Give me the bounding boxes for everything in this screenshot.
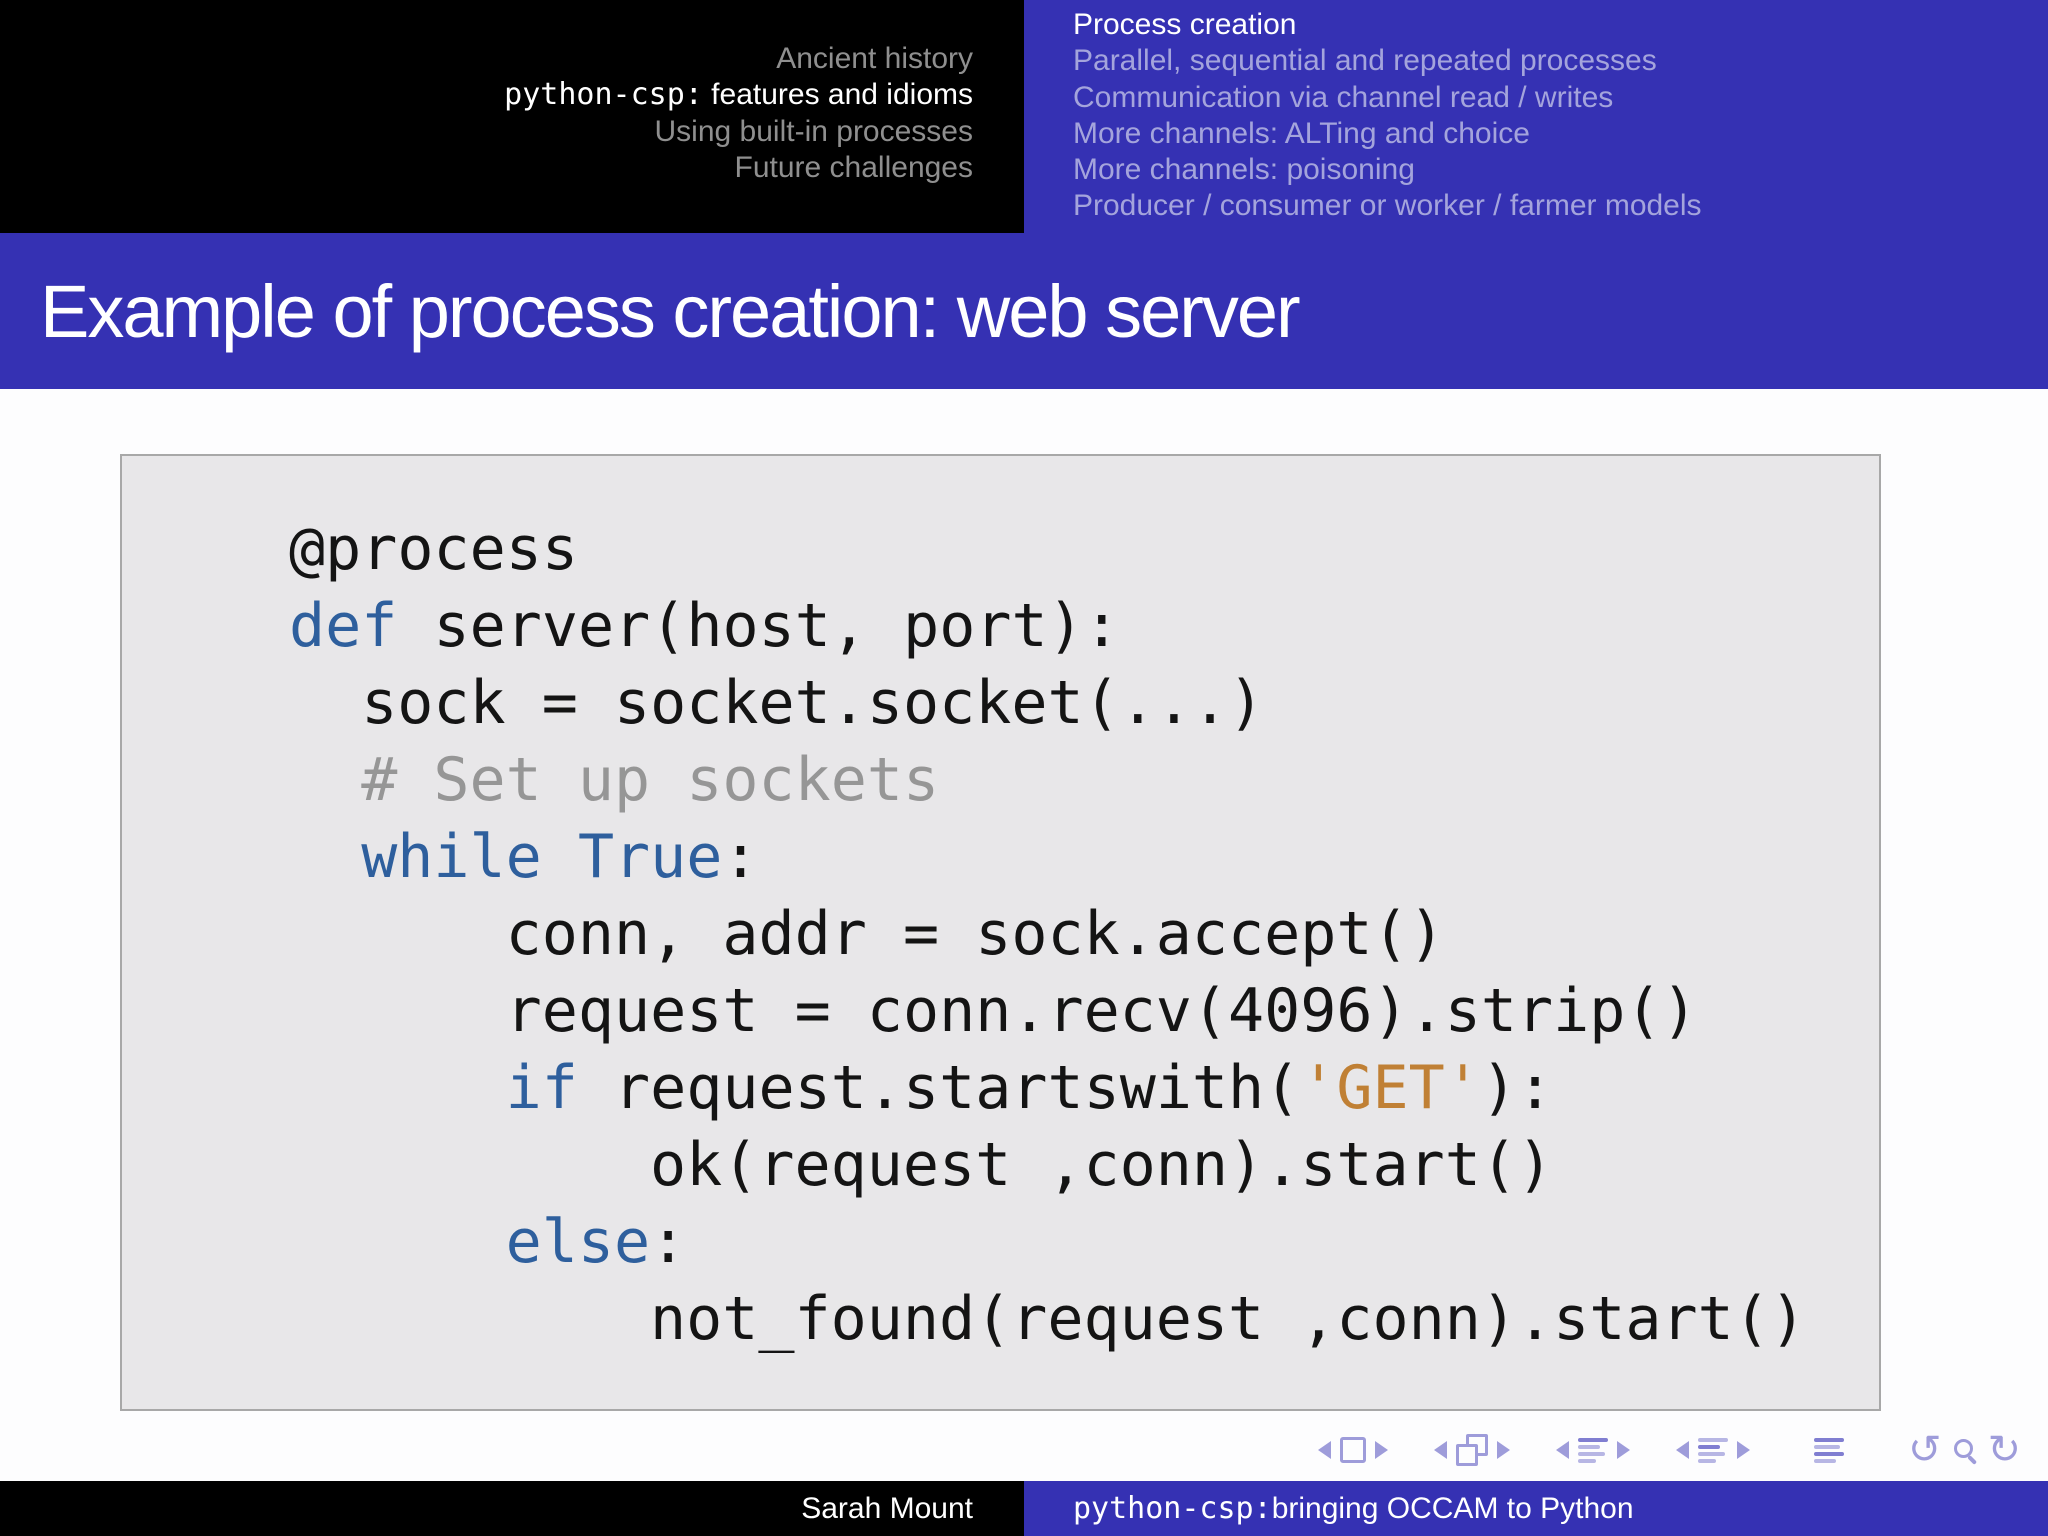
section-link[interactable]: Using built-in processes	[654, 114, 973, 148]
code-line: # Set up sockets	[289, 742, 1879, 819]
subsection-link[interactable]: More channels: ALTing and choice	[1073, 116, 1530, 150]
code-token-keyword: True	[577, 822, 723, 892]
code-line: @process	[289, 511, 1879, 588]
section-link[interactable]: Ancient history	[776, 42, 973, 75]
code-token-keyword: if	[505, 1053, 578, 1123]
appendix-icon[interactable]	[1814, 1437, 1844, 1463]
code-line: if request.startswith('GET'):	[289, 1050, 1879, 1127]
code-token-keyword: else	[505, 1207, 651, 1277]
code-token-comment: # Set up sockets	[361, 745, 940, 815]
code-token-plain: :	[722, 822, 759, 892]
frame-title-bar: Example of process creation: web server	[0, 233, 2048, 389]
code-token-keyword: while	[361, 822, 542, 892]
code-line: conn, addr = sock.accept()	[289, 896, 1879, 973]
next-subsection-icon[interactable]	[1737, 1441, 1750, 1459]
prev-section-icon[interactable]	[1556, 1441, 1569, 1459]
code-token-plain: server(host, port):	[397, 591, 1120, 661]
page-title: Example of process creation: web server	[40, 269, 1301, 353]
code-line: while True:	[289, 819, 1879, 896]
code-token-keyword: def	[289, 591, 398, 661]
subsection-link[interactable]: Process creation	[1073, 8, 1297, 41]
footer-title-mono: python-csp:	[1073, 1491, 1272, 1526]
subsection-link[interactable]: More channels: poisoning	[1073, 153, 1415, 187]
code-token-plain: ):	[1480, 1053, 1554, 1123]
subsection-link[interactable]: Communication via channel read / writes	[1073, 80, 1614, 114]
slide-icon[interactable]	[1340, 1437, 1366, 1463]
footer-author: Sarah Mount	[801, 1491, 973, 1525]
code-line: ok(request ,conn).start()	[289, 1127, 1879, 1204]
code-line: not_found(request ,conn).start()	[289, 1281, 1879, 1358]
code-token-plain: ok(request ,conn).start()	[650, 1130, 1554, 1200]
code-token-plain: @process	[289, 514, 578, 584]
code-token-string: 'GET'	[1300, 1053, 1481, 1123]
section-link[interactable]: python-csp: features and idioms	[504, 77, 973, 113]
back-icon[interactable]: ↺	[1908, 1427, 1942, 1473]
footer-author-panel: Sarah Mount	[0, 1481, 1024, 1536]
prev-slide-icon[interactable]	[1318, 1441, 1331, 1459]
prev-frame-icon[interactable]	[1434, 1441, 1447, 1459]
code-token-plain: conn, addr = sock.accept()	[505, 899, 1445, 969]
code-token-plain: request = conn.recv(4096).strip()	[505, 976, 1698, 1046]
next-section-icon[interactable]	[1617, 1441, 1630, 1459]
prev-subsection-icon[interactable]	[1676, 1441, 1689, 1459]
next-slide-icon[interactable]	[1375, 1441, 1388, 1459]
footer-title-panel: python-csp: bringing OCCAM to Python	[1024, 1481, 2048, 1536]
code-line: def server(host, port):	[289, 588, 1879, 665]
forward-icon[interactable]: ↻	[1987, 1427, 2022, 1473]
code-token-plain	[542, 822, 578, 892]
code-line: else:	[289, 1204, 1879, 1281]
code-line: request = conn.recv(4096).strip()	[289, 973, 1879, 1050]
footer-title-rest: bringing OCCAM to Python	[1271, 1491, 1634, 1525]
code-token-plain: not_found(request ,conn).start()	[650, 1284, 1806, 1354]
subsection-link[interactable]: Parallel, sequential and repeated proces…	[1073, 44, 1657, 78]
next-frame-icon[interactable]	[1497, 1441, 1510, 1459]
search-icon[interactable]	[1951, 1436, 1979, 1464]
navigation-symbols: ↺↻	[1318, 1427, 2022, 1473]
section-link-mono: python-csp:	[504, 77, 703, 113]
section-icon[interactable]	[1578, 1437, 1608, 1463]
code-token-plain: sock = socket.socket(...)	[361, 668, 1265, 738]
subsection-icon[interactable]	[1698, 1437, 1728, 1463]
section-link[interactable]: Future challenges	[734, 150, 973, 184]
subsection-link[interactable]: Producer / consumer or worker / farmer m…	[1073, 189, 1702, 223]
code-token-plain: request.startswith(	[577, 1053, 1301, 1123]
code-token-plain: :	[650, 1207, 687, 1277]
code-line: sock = socket.socket(...)	[289, 665, 1879, 742]
frame-icon[interactable]	[1456, 1434, 1488, 1466]
